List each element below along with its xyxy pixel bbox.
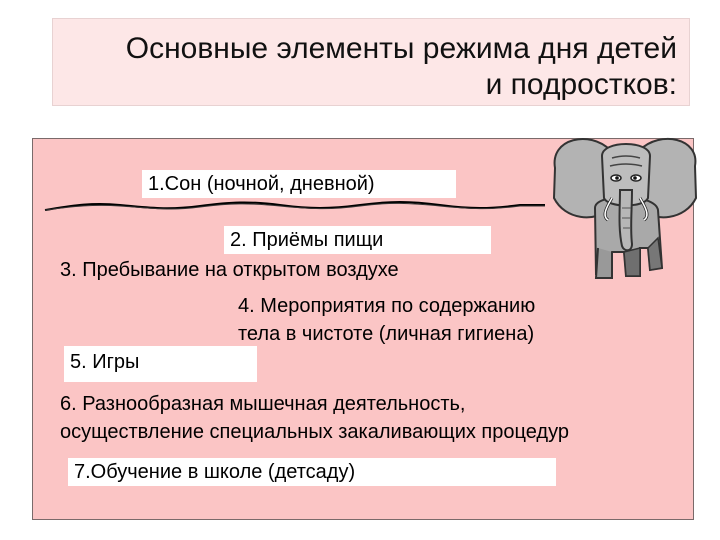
item-hygiene-line1: 4. Мероприятия по содержанию (238, 295, 536, 317)
item-games: 5. Игры (64, 346, 257, 382)
slide-title: Основные элементы режима дня детей и под… (125, 32, 677, 101)
item-activity-line1: 6. Разнообразная мышечная деятельность, (60, 393, 466, 415)
elephant-icon (552, 137, 698, 279)
item-school: 7.Обучение в школе (детсаду) (68, 458, 556, 486)
title-banner: Основные элементы режима дня детей и под… (52, 18, 690, 106)
item-activity-line2: осуществление специальных закаливающих п… (60, 421, 569, 443)
item-meals: 2. Приёмы пищи (224, 226, 491, 254)
item-outdoor: 3. Пребывание на открытом воздухе (60, 259, 399, 281)
wave-line-divider (44, 201, 545, 211)
item-hygiene-line2: тела в чистоте (личная гигиена) (238, 323, 535, 345)
item-sleep: 1.Сон (ночной, дневной) (142, 170, 456, 198)
